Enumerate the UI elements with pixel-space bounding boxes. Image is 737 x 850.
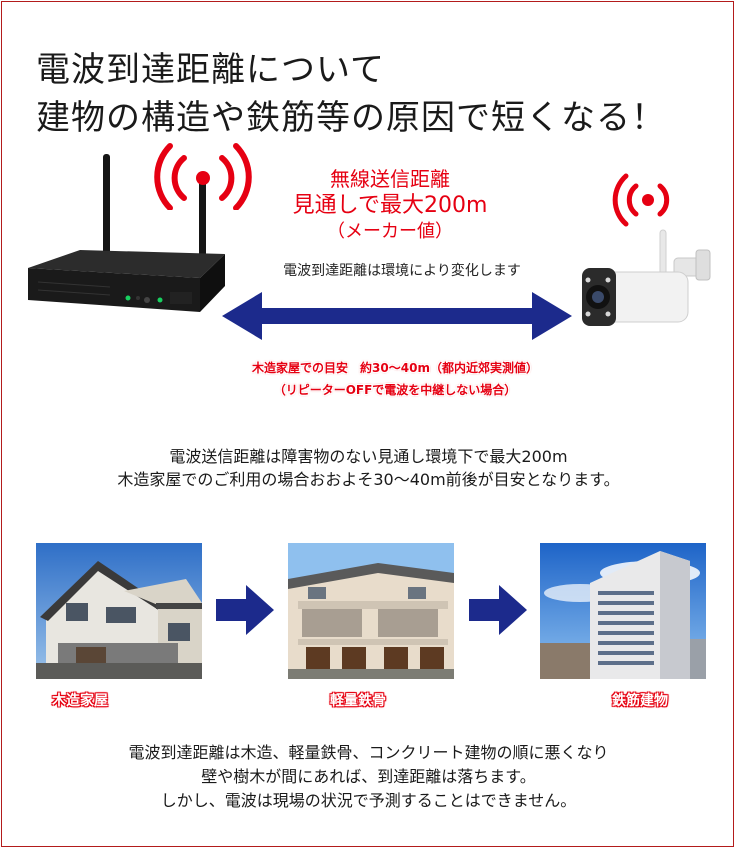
nvr-recorder-image (28, 154, 225, 312)
headline-line1: 電波到達距離について (36, 50, 385, 90)
right-arrow-icon (216, 585, 274, 635)
camera-image (582, 229, 711, 326)
repeater-note: （リピーターOFFで電波を中継しない場合） (273, 383, 517, 397)
signal-waves-icon (154, 143, 252, 210)
signal-waves-icon (612, 173, 670, 227)
right-arrow-icon (469, 585, 527, 635)
headline-line2: 建物の構造や鉄筋等の原因で短くなる！ (36, 98, 666, 138)
range-heading-line1: 無線送信距離 (330, 167, 450, 191)
reinforced-concrete-building-photo (540, 543, 706, 679)
explanation-line2: 木造家屋でのご利用の場合おおよそ30～40m前後が目安となります。 (117, 470, 620, 489)
building-label-light-steel: 軽量鉄骨 (330, 693, 386, 709)
light-steel-building-photo (288, 543, 454, 679)
explanation-line1: 電波送信距離は障害物のない見通し環境下で最大200m (169, 447, 568, 466)
building-label-wood: 木造家屋 (52, 693, 108, 709)
range-caption: 電波到達距離は環境により変化します (283, 263, 521, 279)
footer-line1: 電波到達距離は木造、軽量鉄骨、コンクリート建物の順に悪くなり (128, 743, 609, 762)
footer-line3: しかし、電波は現場の状況で予測することはできません。 (160, 791, 577, 810)
range-heading-line3: （メーカー値） (327, 221, 453, 242)
building-label-reinforced: 鉄筋建物 (612, 693, 668, 709)
footer-line2: 壁や樹木が間にあれば、到達距離は落ちます。 (201, 767, 536, 786)
double-arrow-icon (222, 292, 572, 340)
wooden-house-photo (36, 543, 202, 679)
wood-estimate-note: 木造家屋での目安 約30～40m（都内近郊実測値） (252, 361, 538, 375)
range-heading-line2: 見通しで最大200m (292, 193, 488, 218)
